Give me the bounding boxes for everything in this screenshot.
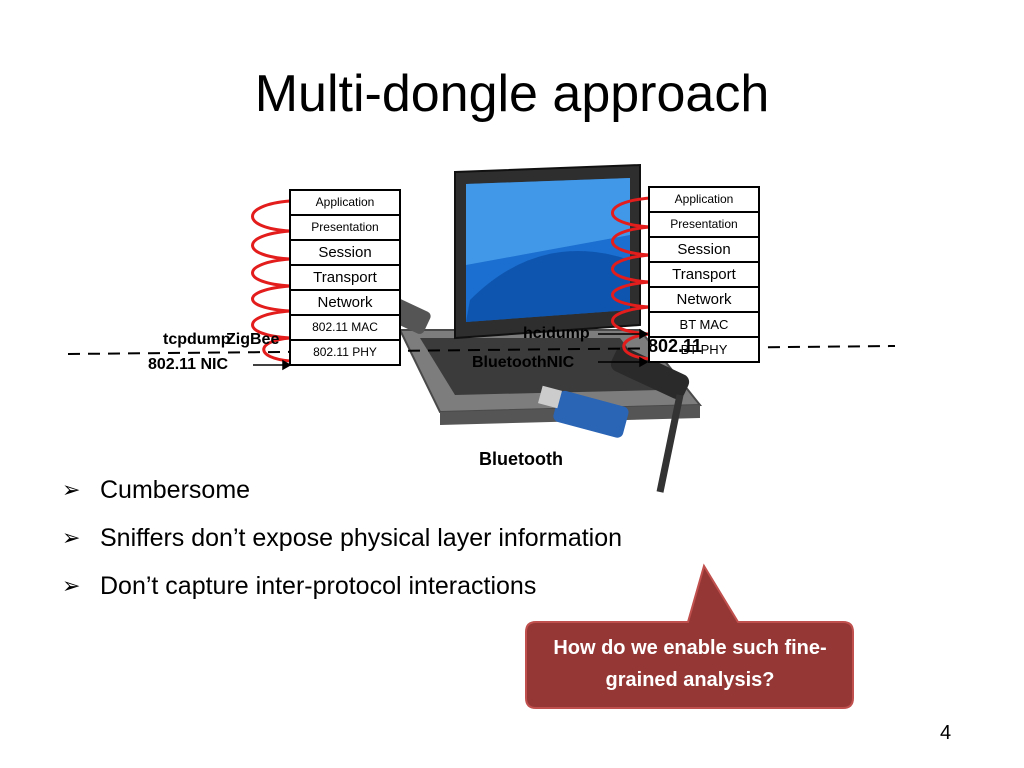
right-protocol-stack: Application Presentation Session Transpo… — [648, 186, 760, 363]
left-packet-waves — [251, 199, 291, 363]
page-number: 4 — [940, 722, 952, 744]
left-layer-session: Session — [289, 239, 401, 266]
left-layer-application: Application — [289, 189, 401, 216]
hcidump-label: hcidump — [523, 325, 590, 342]
left-layer-transport: Transport — [289, 264, 401, 291]
bullet-item: ➢ Don’t capture inter-protocol interacti… — [62, 562, 622, 610]
right-layer-network: Network — [648, 286, 760, 313]
tcpdump-label: tcpdump — [163, 331, 231, 348]
bullet-arrow-icon: ➢ — [62, 573, 81, 598]
left-layer-network: Network — [289, 289, 401, 316]
nic-80211-label: 802.11 NIC — [148, 356, 229, 373]
bullet-text: Sniffers don’t expose physical layer inf… — [100, 524, 623, 552]
left-layer-phy: 802.11 PHY — [289, 339, 401, 366]
bluetooth-label: Bluetooth — [479, 449, 563, 469]
bullet-list: ➢ Cumbersome ➢ Sniffers don’t expose phy… — [62, 466, 622, 610]
right-layer-application: Application — [648, 186, 760, 213]
right-layer-session: Session — [648, 236, 760, 263]
callout-bubble — [525, 563, 854, 709]
left-layer-mac: 802.11 MAC — [289, 314, 401, 341]
laptop-image — [398, 163, 703, 425]
zigbee-dongle-image — [538, 385, 629, 438]
right-layer-transport: Transport — [648, 261, 760, 288]
left-layer-presentation: Presentation — [289, 214, 401, 241]
callout-text: How do we enable such fine-grained analy… — [553, 637, 827, 691]
zigbee-label: ZigBee — [226, 331, 280, 348]
left-protocol-stack: Application Presentation Session Transpo… — [289, 189, 401, 366]
bullet-text: Cumbersome — [100, 476, 251, 504]
bullet-item: ➢ Sniffers don’t expose physical layer i… — [62, 514, 622, 562]
bullet-arrow-icon: ➢ — [62, 477, 81, 502]
right-layer-phy: BT PHY — [648, 336, 760, 363]
bluetooth-nic-label: BluetoothNIC — [472, 354, 575, 371]
slide-title: Multi-dongle approach — [254, 65, 770, 123]
bullet-item: ➢ Cumbersome — [62, 466, 622, 514]
pointer-arrows — [253, 328, 649, 371]
bullet-text: Don’t capture inter-protocol interaction… — [100, 572, 537, 600]
right-layer-mac: BT MAC — [648, 311, 760, 338]
bluetooth-dongle-image — [610, 346, 690, 493]
bullet-arrow-icon: ➢ — [62, 525, 81, 550]
overlap-80211-label: 802.11 — [648, 336, 703, 356]
right-layer-presentation: Presentation — [648, 211, 760, 238]
